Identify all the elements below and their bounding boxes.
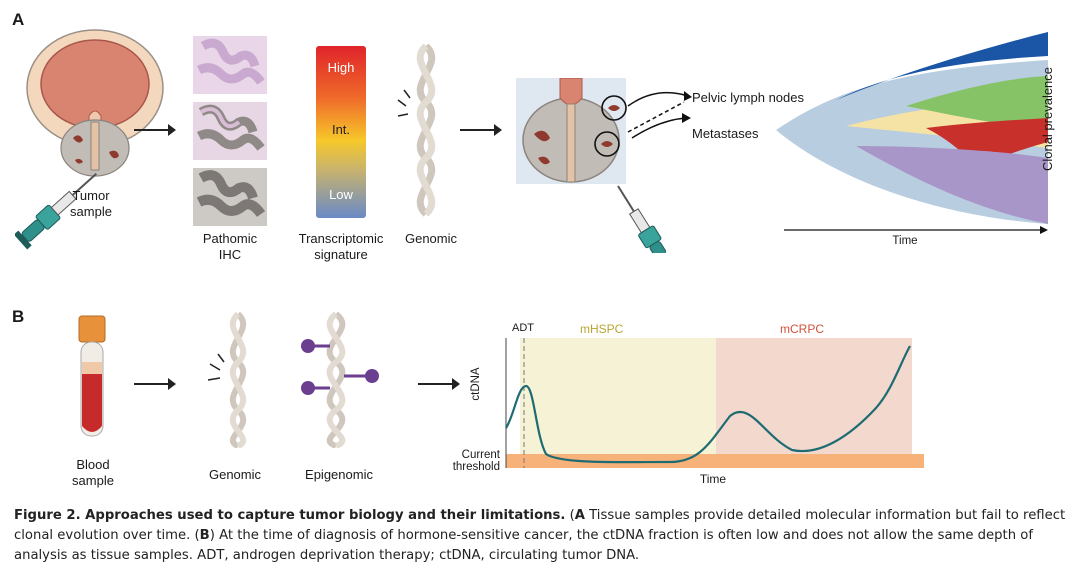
clone-red bbox=[926, 118, 1048, 168]
threshold-band bbox=[506, 454, 924, 468]
scale-low-label: Low bbox=[329, 187, 353, 202]
blood-tube-icon bbox=[78, 315, 106, 437]
time-label-b: Time bbox=[699, 472, 727, 486]
caption-a-text: Tissue samples provide detailed molecula… bbox=[14, 508, 1066, 543]
transcriptomic-label: Transcriptomic signature bbox=[298, 231, 384, 262]
scale-high-label: High bbox=[327, 60, 355, 75]
pathomic-ihc-tiles bbox=[193, 36, 267, 226]
arrow-right-icon bbox=[460, 124, 502, 136]
metastases-label: Metastases bbox=[692, 126, 759, 141]
blood-sample-label: Blood sample bbox=[72, 457, 114, 488]
pelvic-lymph-nodes-label: Pelvic lymph nodes bbox=[692, 90, 804, 105]
panel-b-letter: B bbox=[12, 307, 25, 326]
panel-a-letter: A bbox=[12, 10, 25, 29]
ctdna-timeline-chart bbox=[505, 338, 924, 468]
clone-blue bbox=[836, 32, 1048, 100]
prostate-section-illustration bbox=[516, 78, 666, 253]
mcrpc-label: mCRPC bbox=[780, 322, 824, 336]
prostate-illustration bbox=[15, 29, 164, 250]
epigenomic-label: Epigenomic bbox=[305, 467, 373, 482]
pathomic-ihc-label: Pathomic IHC bbox=[202, 231, 258, 262]
connector-arrows bbox=[627, 91, 692, 139]
caption-lead: Figure 2. Approaches used to capture tum… bbox=[14, 508, 566, 523]
current-threshold-label: Current threshold bbox=[452, 449, 500, 473]
arrow-right-icon bbox=[134, 124, 176, 136]
mcrpc-region bbox=[716, 338, 912, 454]
clone-purple bbox=[856, 146, 1048, 224]
dna-helix-icon bbox=[397, 44, 436, 217]
clonal-evolution-plot bbox=[776, 32, 1048, 234]
time-label-a: Time bbox=[892, 235, 918, 247]
arrow-right-icon bbox=[134, 378, 176, 390]
epigenomic-helix-icon bbox=[301, 312, 379, 448]
ctdna-curve bbox=[505, 345, 911, 464]
dna-helix-icon bbox=[207, 312, 247, 448]
genomic-label-b: Genomic bbox=[208, 467, 262, 482]
ctdna-axis-label: ctDNA bbox=[470, 367, 482, 401]
figure-caption: Figure 2. Approaches used to capture tum… bbox=[14, 508, 1066, 563]
transcriptomic-gradient-bar: High Int. Low bbox=[316, 46, 366, 218]
mhspc-region bbox=[520, 338, 716, 454]
genomic-label-a: Genomic bbox=[404, 231, 458, 246]
adt-label: ADT bbox=[512, 322, 534, 334]
arrow-right-icon bbox=[418, 378, 460, 390]
caption-b-text: ) At the time of diagnosis of hormone-se… bbox=[14, 528, 1033, 563]
caption-a-letter: A bbox=[574, 508, 585, 523]
mhspc-label: mHSPC bbox=[580, 322, 624, 336]
caption-b-letter: B bbox=[199, 528, 210, 543]
tumor-sample-label: Tumor sample bbox=[70, 188, 112, 219]
clonal-prevalence-label: Clonal prevalence bbox=[1040, 66, 1055, 172]
clone-green bbox=[906, 76, 1048, 130]
scale-int-label: Int. bbox=[331, 122, 351, 137]
